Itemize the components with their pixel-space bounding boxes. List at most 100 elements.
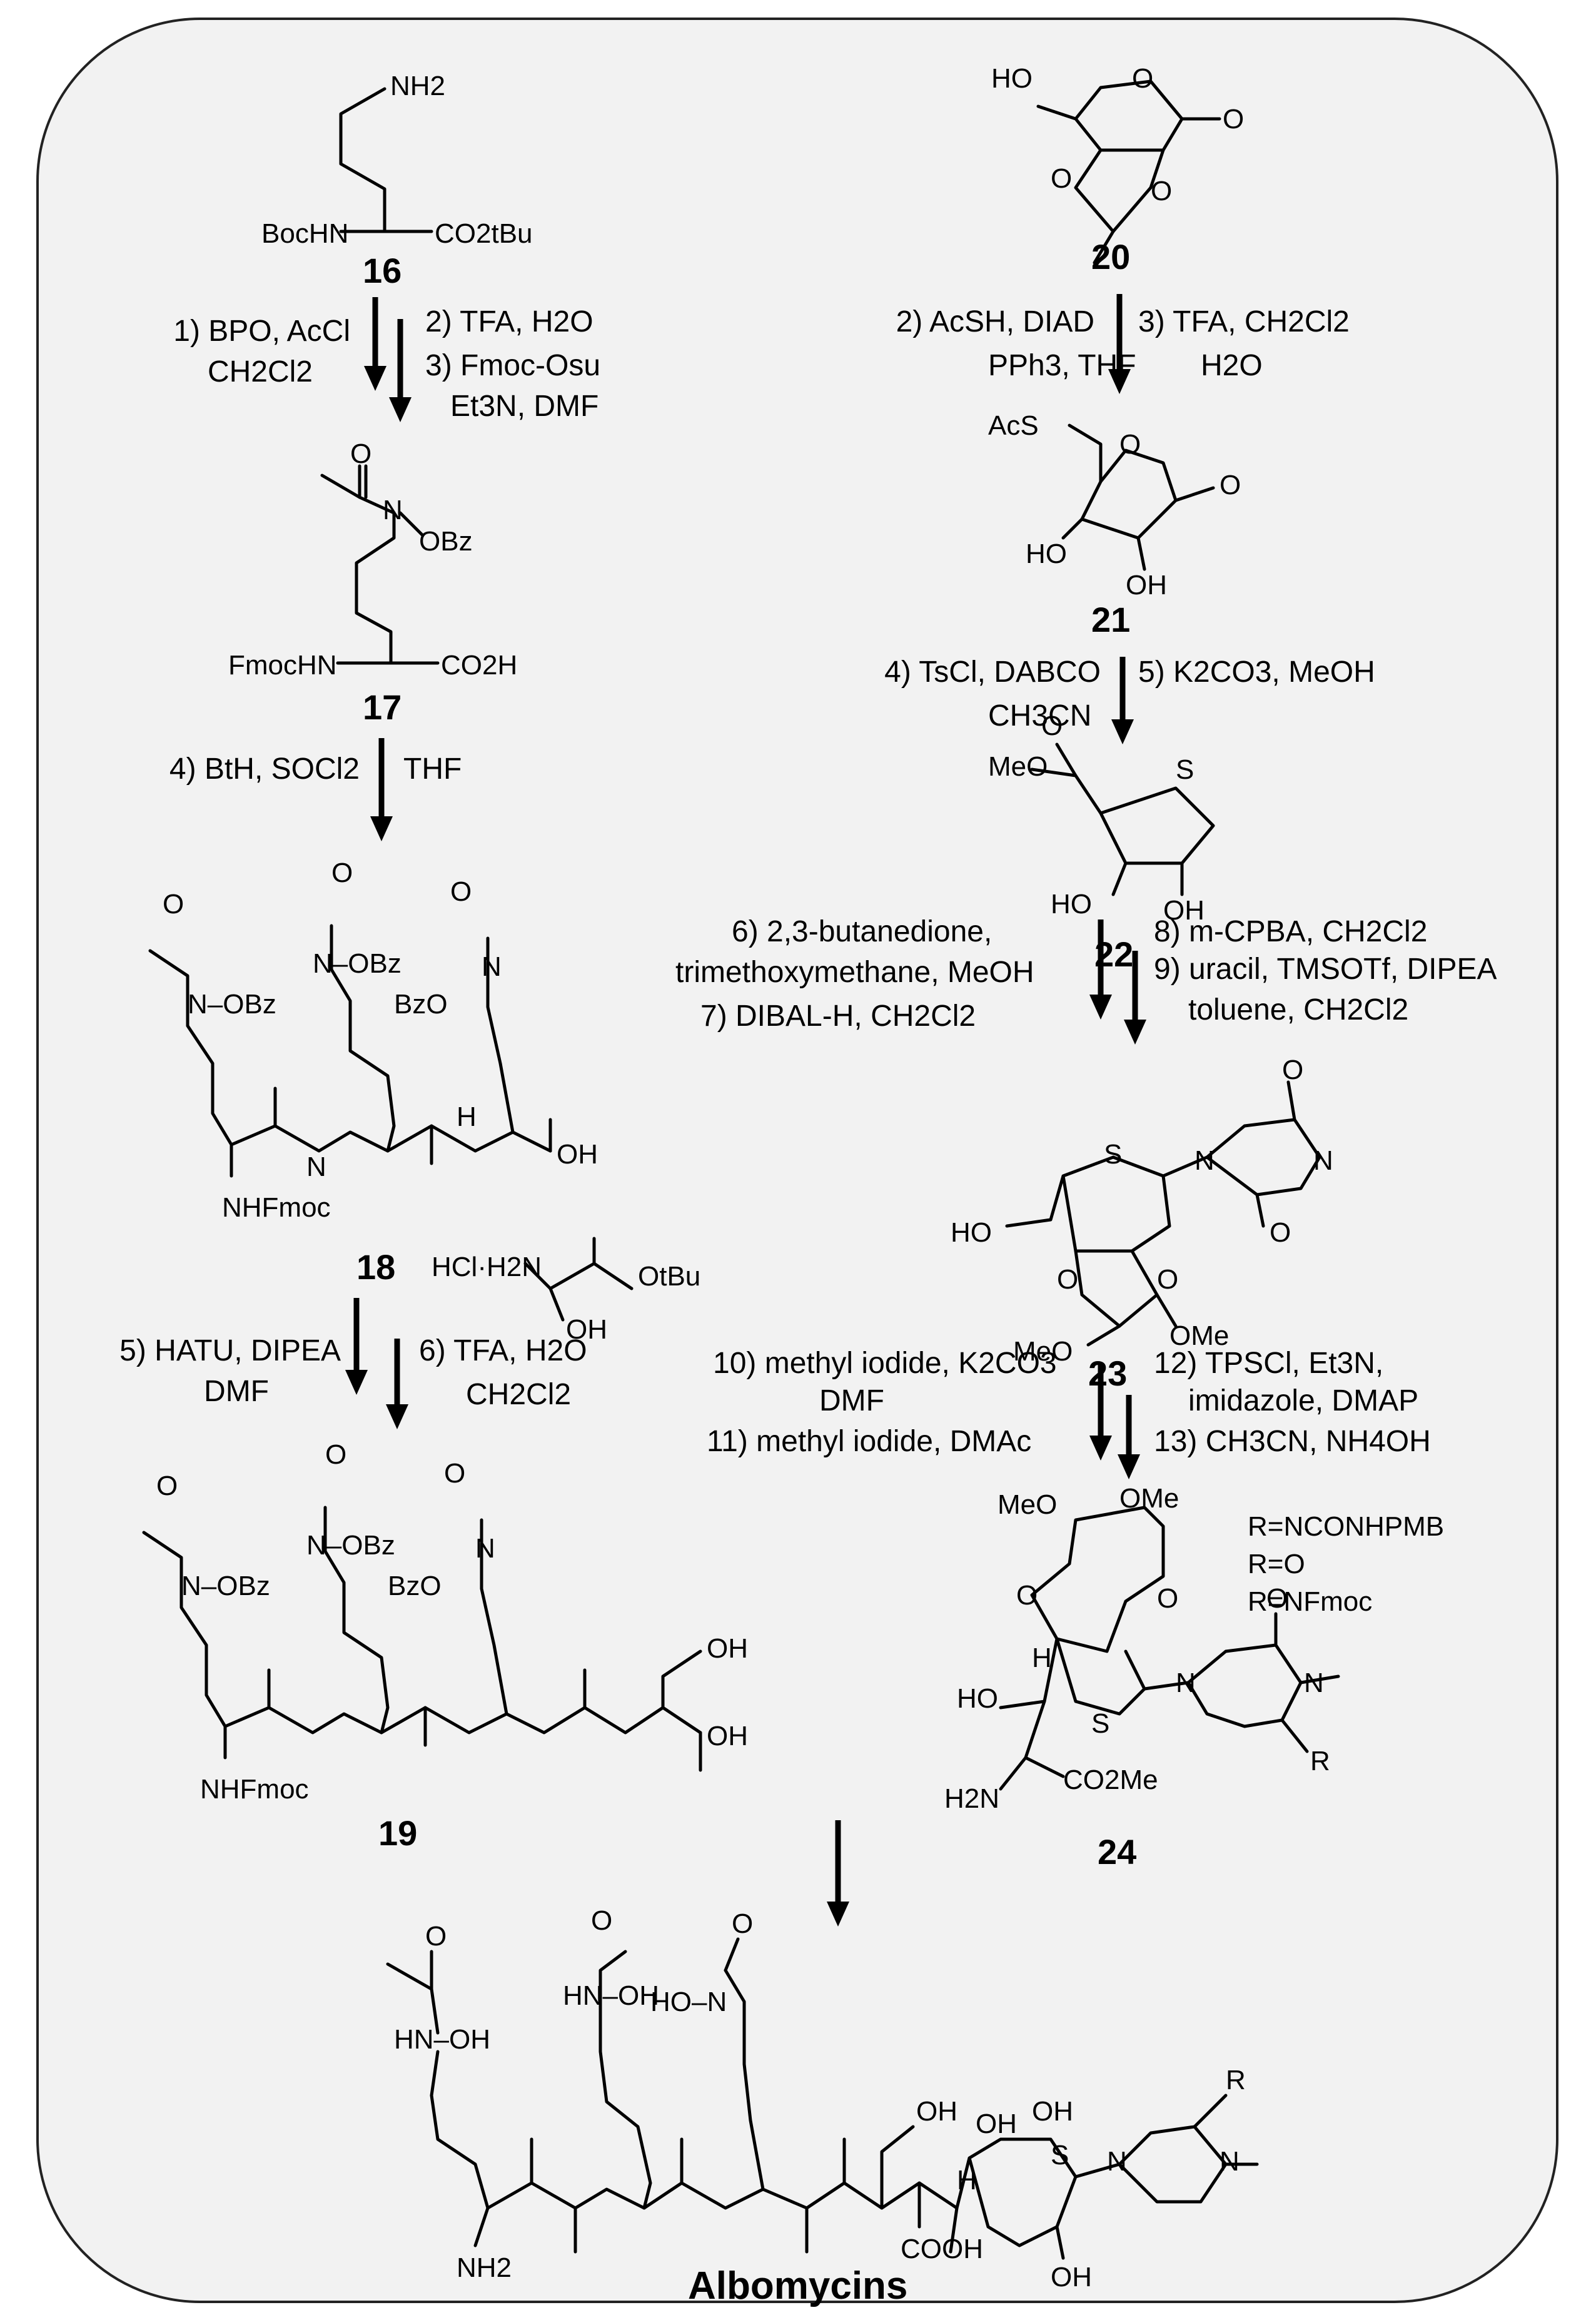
c20-ho: HO [991, 63, 1033, 94]
compound-albomycins: O O O HN–OH HN–OH HO–N NH2 OH OH OH H S … [386, 1905, 1259, 2307]
c16-bochn: BocHN [261, 218, 348, 249]
c18-carbonyl-3: O [450, 876, 472, 907]
c24-ho: HO [957, 1683, 998, 1714]
cond-16-17-left-1: 1) BPO, AcCl [173, 315, 350, 348]
c21-ho: HO [1026, 539, 1067, 569]
c18-g2: N–OBz [313, 948, 402, 979]
cond-23-24-left-2: DMF [819, 1384, 884, 1417]
c24-number: 24 [1098, 1832, 1136, 1872]
c23-o2: O [1157, 1264, 1178, 1295]
c23-o1: O [1057, 1264, 1078, 1295]
arrowhead-22-23-b [1124, 1020, 1146, 1045]
arrowhead-23-24-a [1089, 1436, 1112, 1461]
c22-ho: HO [1051, 889, 1092, 919]
albo-nh2: NH2 [457, 2252, 512, 2283]
c18-g3n: N [482, 951, 502, 982]
c18-serine-salt: HCl·H2N [432, 1252, 542, 1282]
c24-n1: N [1176, 1668, 1196, 1698]
compound-22: O MeO S HO OH 22 [988, 711, 1215, 974]
c18-carbonyl-1: O [163, 889, 184, 919]
cond-18-19-right-2: CH2Cl2 [466, 1378, 571, 1411]
cond-23-24-right-2: imidazole, DMAP [1188, 1384, 1418, 1417]
cond-23-24-right-1: 12) TPSCl, Et3N, [1154, 1347, 1383, 1380]
cond-17-18-right: THF [403, 752, 462, 786]
arrowhead-21-22 [1111, 719, 1134, 744]
cond-16-17-left-2: CH2Cl2 [208, 355, 313, 388]
c19-carbonyl-3: O [444, 1458, 465, 1489]
c23-s: S [1104, 1139, 1122, 1170]
albo-r: R [1226, 2065, 1246, 2095]
c19-g2: N–OBz [306, 1530, 395, 1561]
c24-ome: OMe [1119, 1483, 1179, 1514]
compound-24: MeO OMe O O H HO S N N O R H2N CO2Me 24 … [944, 1483, 1444, 1872]
albo-hnoh2: HN–OH [563, 1980, 659, 2011]
c18-serine-ester: OtBu [638, 1261, 700, 1292]
cond-18-19-right-1: 6) TFA, H2O [419, 1334, 587, 1367]
arrowhead-18-19-a [345, 1370, 368, 1395]
c24-h2n: H2N [944, 1783, 999, 1814]
arrowhead-18-19-b [386, 1404, 408, 1429]
arrowhead-to-albomycins [827, 1902, 849, 1927]
c23-ho: HO [951, 1217, 992, 1248]
cond-18-19-left-2: DMF [204, 1375, 269, 1408]
c18-g1: N–OBz [188, 989, 276, 1020]
c16-amine: NH2 [390, 71, 445, 101]
cond-23-24-right-3: 13) CH3CN, NH4OH [1154, 1425, 1431, 1458]
c16-number: 16 [363, 251, 402, 290]
c23-n1: N [1194, 1145, 1215, 1176]
c19-g3: BzO [388, 1571, 442, 1601]
c17-fmochn: FmocHN [228, 650, 337, 681]
albo-carbonyl-2: O [591, 1905, 612, 1936]
arrowhead-16-17-a [364, 366, 386, 391]
c18-serine-oh: OH [566, 1314, 607, 1345]
cond-22-23-right-2: 9) uracil, TMSOTf, DIPEA [1154, 953, 1497, 986]
compound-19: N–OBz N–OBz BzO N O O O OH OH NHFmoc 19 [142, 1439, 748, 1853]
c20-o1: O [1051, 163, 1072, 194]
c24-r-option-1: R=NCONHPMB [1248, 1511, 1444, 1542]
albo-n1: N [1107, 2146, 1127, 2177]
albo-n2: N [1220, 2146, 1240, 2177]
c18-nh1: N [306, 1152, 326, 1182]
cond-22-23-left-3: 7) DIBAL-H, CH2Cl2 [700, 1000, 976, 1033]
albo-s: S [1051, 2140, 1069, 2171]
c24-n2: N [1304, 1668, 1324, 1698]
c24-r-option-2: R=O [1248, 1549, 1305, 1579]
c23-ome: OMe [1169, 1320, 1229, 1351]
albo-oh: OH [916, 2096, 957, 2127]
c23-o-top: O [1282, 1055, 1303, 1085]
cond-22-23-left-2: trimethoxymethane, MeOH [675, 956, 1034, 989]
arrowhead-17-18 [370, 816, 393, 841]
c18-nh2: H [457, 1102, 477, 1132]
c22-oh: OH [1163, 895, 1205, 926]
c18-acid: OH [557, 1139, 598, 1170]
c24-s: S [1091, 1708, 1109, 1739]
cond-21-22-left-2: CH3CN [988, 699, 1091, 732]
c17-carbonyl: O [350, 438, 371, 469]
c22-meo: MeO [988, 751, 1048, 782]
albo-oh2: OH [976, 2109, 1017, 2139]
compound-20: HO O O O O 20 [991, 63, 1244, 276]
c18-amine: NHFmoc [222, 1192, 331, 1223]
cond-20-21-left-1: 2) AcSH, DIAD [896, 305, 1094, 338]
compound-18: N–OBz N–OBz BzO N O O O N H OH NHFmoc 18… [148, 858, 700, 1345]
c23-number: 23 [1088, 1354, 1127, 1393]
c24-ester: CO2Me [1063, 1765, 1158, 1795]
c21-number: 21 [1091, 600, 1130, 639]
cond-20-21-right-2: H2O [1201, 349, 1263, 382]
c20-number: 20 [1091, 237, 1130, 276]
cond-23-24-left-1: 10) methyl iodide, K2CO3 [713, 1347, 1057, 1380]
c20-carbonyl: O [1223, 104, 1244, 134]
arrowhead-16-17-b [389, 397, 412, 422]
arrowhead-22-23-a [1089, 995, 1112, 1020]
cond-20-21-left-2: PPh3, THF [988, 349, 1136, 382]
cond-22-23-right-1: 8) m-CPBA, CH2Cl2 [1154, 915, 1427, 948]
albo-name: Albomycins [688, 2264, 907, 2307]
c19-carbonyl-2: O [325, 1439, 346, 1470]
albo-carbonyl-3: O [732, 1908, 753, 1939]
c23-meo: MeO [1013, 1336, 1073, 1367]
cond-21-22-left-1: 4) TsCl, DABCO [884, 656, 1101, 689]
cond-22-23-right-3: toluene, CH2Cl2 [1188, 993, 1408, 1026]
c16-ester: CO2tBu [435, 218, 533, 249]
c19-g1: N–OBz [181, 1571, 270, 1601]
